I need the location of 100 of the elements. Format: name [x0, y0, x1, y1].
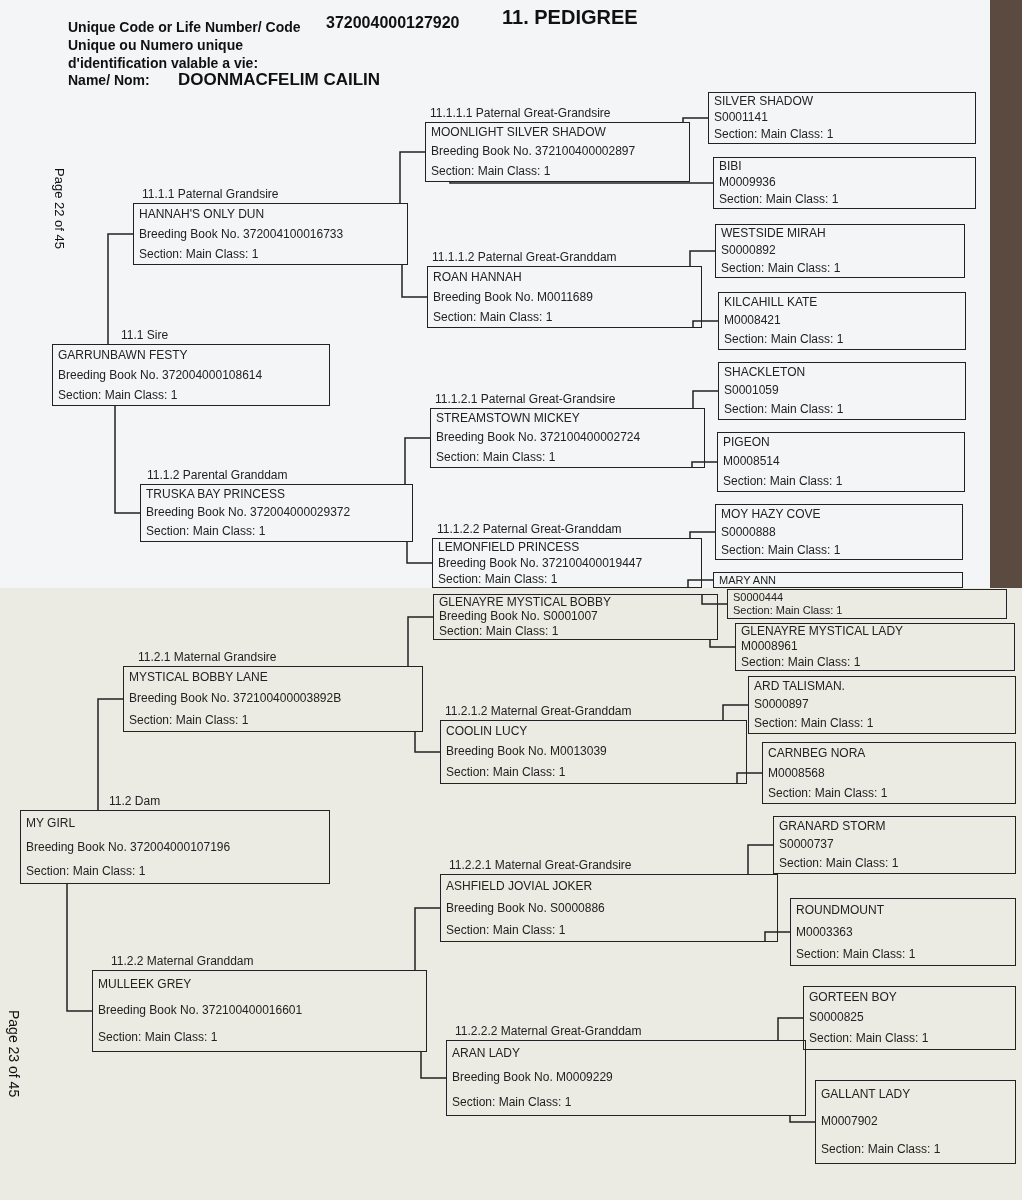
horse-name: WESTSIDE MIRAH	[721, 227, 827, 241]
registration-text: Breeding Book No. 372100400016601	[98, 1004, 304, 1018]
pedigree-line	[692, 390, 719, 409]
horse-name: KILCAHILL KATE	[724, 295, 819, 309]
pedigree-line	[97, 698, 124, 811]
registration-text: M0008514	[723, 455, 781, 469]
registration-text: Breeding Book No. M0013039	[446, 745, 608, 759]
pedigree-box	[717, 432, 965, 492]
registration-text: Breeding Book No. 372100400003892B	[129, 692, 343, 706]
generation-label: 11.1.2.1 Paternal Great-Grandsire	[435, 392, 616, 406]
horse-name: ASHFIELD JOVIAL JOKER	[446, 879, 594, 893]
horse-name: MULLEEK GREY	[98, 977, 193, 991]
registration-text: Breeding Book No. 372100400002897	[431, 145, 637, 159]
pedigree-box	[708, 92, 976, 144]
pedigree-line	[789, 1115, 816, 1123]
registration-text: Section: Main Class: 1	[714, 128, 835, 142]
registration-text: S0001059	[724, 384, 780, 398]
registration-text: Section: Main Class: 1	[26, 864, 147, 878]
pedigree-line	[691, 461, 718, 469]
generation-label: 11.1.1.2 Paternal Great-Granddam	[432, 250, 617, 264]
generation-label: 11.2.2.2 Maternal Great-Granddam	[455, 1024, 642, 1038]
life-number: 372004000127920	[326, 14, 460, 32]
horse-name: GLENAYRE MYSTICAL LADY	[741, 625, 905, 639]
horse-name: HANNAH'S ONLY DUN	[139, 207, 266, 221]
registration-text: Section: Main Class: 1	[446, 766, 567, 780]
pedigree-box	[748, 676, 1016, 734]
horse-name: ARD TALISMAN.	[754, 679, 846, 693]
horse-name: MOY HAZY COVE	[721, 507, 822, 521]
pedigree-line	[114, 405, 141, 514]
registration-text: Section: Main Class: 1	[721, 543, 842, 557]
horse-name: SHACKLETON	[724, 365, 807, 379]
registration-text: M0007902	[821, 1115, 879, 1129]
horse-name: LEMONFIELD PRINCESS	[438, 540, 581, 554]
registration-text: Section: Main Class: 1	[721, 261, 842, 275]
pedigree-line	[407, 616, 434, 667]
registration-text: Breeding Book No. 372100400002724	[436, 431, 642, 445]
registration-text: Section: Main Class: 1	[433, 310, 554, 324]
horse-name: ROAN HANNAH	[433, 270, 523, 284]
registration-text: Section: Main Class: 1	[796, 947, 917, 961]
pedigree-box	[762, 742, 1016, 804]
pedigree-line	[414, 907, 441, 971]
pedigree-line	[401, 264, 428, 298]
registration-text: Section: Main Class: 1	[452, 1096, 573, 1110]
registration-text: Breeding Book No. S0001007	[439, 610, 599, 624]
horse-name: GARRUNBAWN FESTY	[58, 348, 189, 362]
registration-text: Section: Main Class: 1	[139, 247, 260, 261]
pedigree-box	[433, 594, 718, 640]
horse-name: COOLIN LUCY	[446, 724, 529, 738]
registration-text: M0008961	[741, 640, 799, 654]
pedigree-line	[682, 117, 709, 123]
registration-text: Section: Main Class: 1	[733, 604, 844, 617]
registration-text: S0000897	[754, 698, 810, 712]
header-label: Unique Code or Life Number/ Code Unique ou Numero unique d'identification valable a vie:	[68, 18, 302, 72]
pedigree-line	[107, 233, 134, 345]
registration-text: Breeding Book No. 372004100016733	[139, 227, 345, 241]
generation-label: 11.2.1.2 Maternal Great-Granddam	[445, 704, 632, 718]
pedigree-box	[715, 504, 963, 560]
page-number: Page 22 of 45	[52, 168, 67, 249]
generation-label: 11.2 Dam	[109, 794, 161, 808]
pedigree-line	[722, 704, 749, 721]
pedigree-line	[404, 437, 431, 485]
registration-text: Section: Main Class: 1	[146, 525, 267, 539]
pedigree-line	[687, 579, 714, 589]
pedigree-box	[790, 898, 1016, 966]
registration-text: Section: Main Class: 1	[436, 450, 557, 464]
pedigree-line	[66, 883, 93, 1012]
horse-name: GLENAYRE MYSTICAL BOBBY	[439, 595, 613, 609]
pedigree-box	[718, 362, 966, 420]
registration-text: Section: Main Class: 1	[431, 164, 552, 178]
registration-text: Section: Main Class: 1	[439, 625, 560, 639]
horse-name: GRANARD STORM	[779, 819, 887, 833]
registration-text: Breeding Book No. 372004000029372	[146, 506, 352, 520]
pedigree-line	[689, 250, 716, 267]
horse-name: MYSTICAL BOBBY LANE	[129, 671, 269, 685]
pedigree-line	[689, 531, 716, 539]
horse-name: GALLANT LADY	[821, 1088, 912, 1102]
registration-text: Section: Main Class: 1	[438, 572, 559, 586]
pedigree-box	[735, 623, 1015, 671]
generation-label: 11.2.2 Maternal Granddam	[111, 954, 254, 968]
horse-name: PIGEON	[723, 436, 771, 450]
registration-text: S0000888	[721, 525, 777, 539]
pedigree-box	[715, 224, 965, 278]
registration-text: Breeding Book No. 372004000108614	[58, 368, 264, 382]
pedigree-box	[713, 157, 976, 209]
registration-text: S0000825	[809, 1011, 865, 1025]
page-number: Page 23 of 45	[6, 1010, 22, 1098]
registration-text: Breeding Book No. 372100400019447	[438, 556, 644, 570]
generation-label: 11.1.2.2 Paternal Great-Granddam	[437, 522, 622, 536]
pedigree-line	[764, 931, 791, 943]
pedigree-line	[406, 541, 433, 564]
pedigree-box	[815, 1080, 1016, 1164]
horse-name: TRUSKA BAY PRINCESS	[146, 487, 286, 501]
pedigree-line	[701, 593, 728, 605]
pedigree-line	[420, 1051, 447, 1079]
registration-text: Section: Main Class: 1	[129, 713, 250, 727]
registration-text: Section: Main Class: 1	[58, 388, 179, 402]
title: 11. PEDIGREE	[502, 6, 638, 29]
pedigree-line	[736, 772, 763, 785]
generation-label: 11.1.2 Parental Granddam	[147, 468, 288, 482]
registration-text: M0009936	[719, 176, 777, 190]
